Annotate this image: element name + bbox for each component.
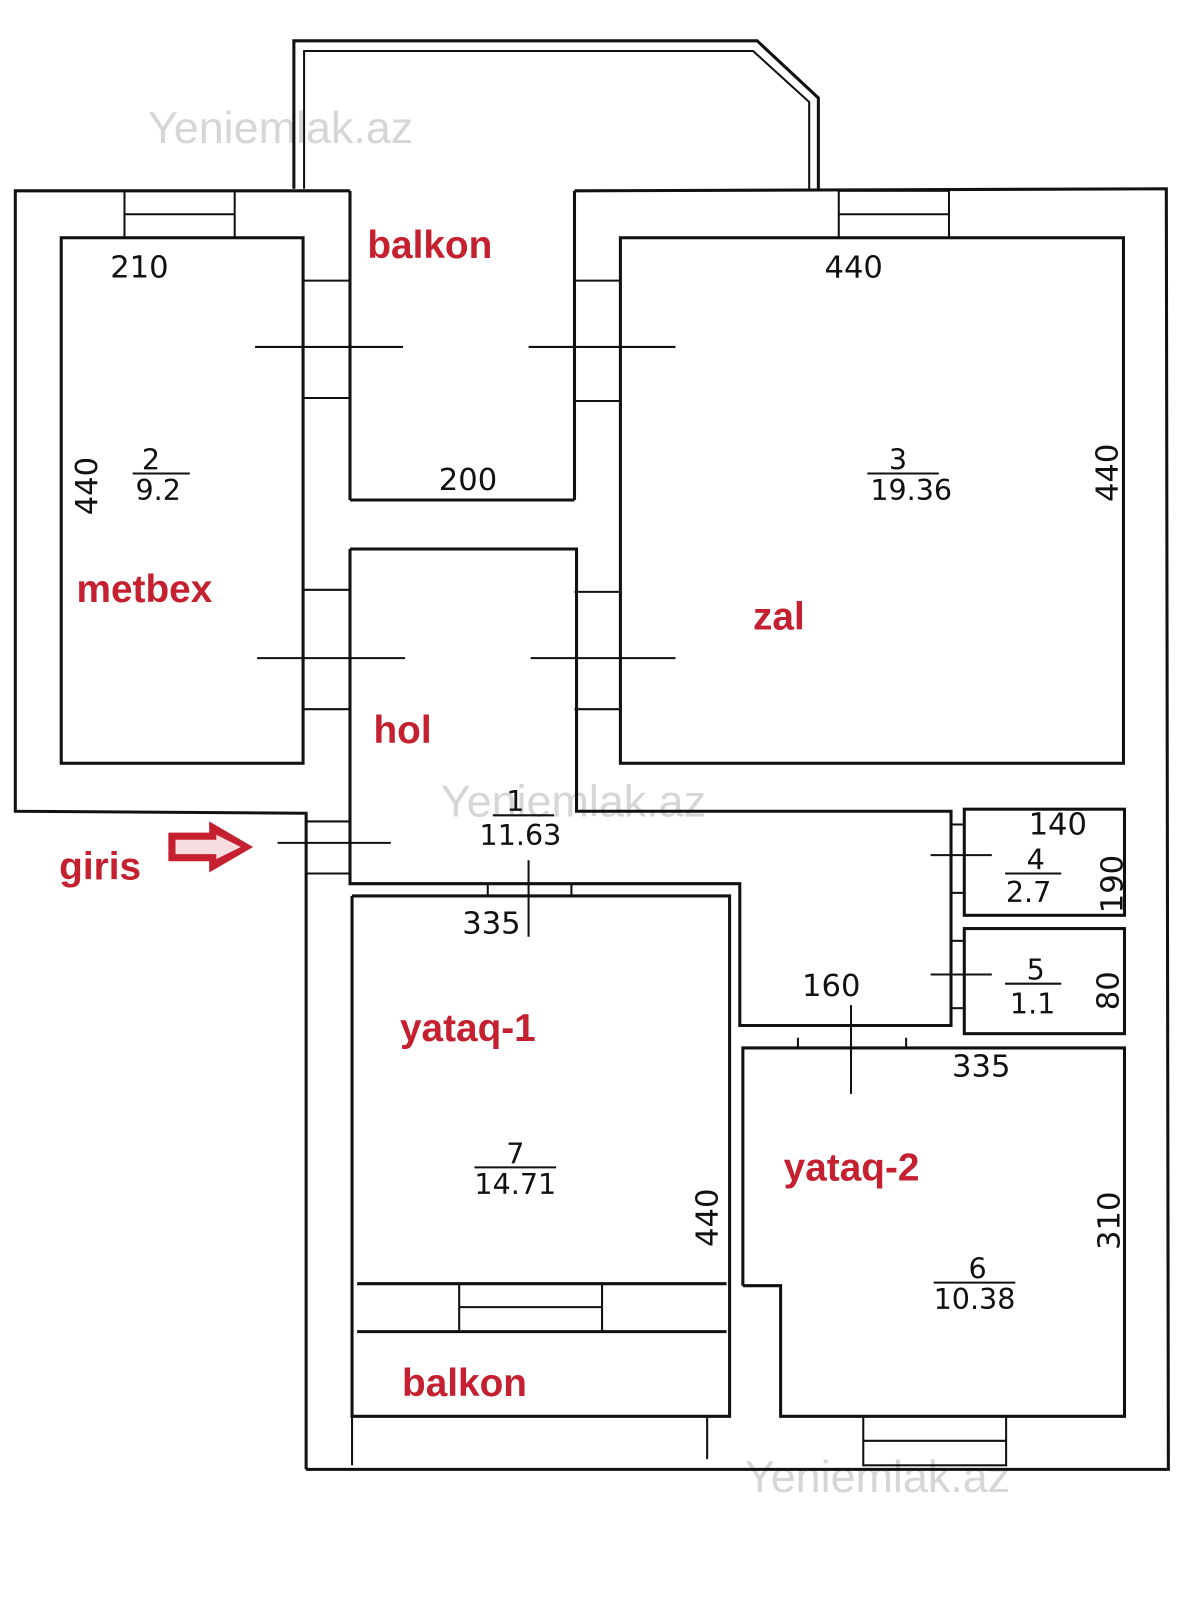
svg-text:19.36: 19.36 bbox=[870, 473, 952, 507]
svg-text:11.63: 11.63 bbox=[480, 818, 562, 852]
room-5-area: 5 1.1 bbox=[1005, 953, 1062, 1020]
room-yataq-2 bbox=[741, 1005, 1127, 1467]
room-hol bbox=[277, 547, 953, 1028]
label-hol: hol bbox=[373, 709, 431, 752]
label-giris: giris bbox=[59, 846, 141, 889]
label-metbex: metbex bbox=[77, 568, 213, 611]
dim-corridor-width: 160 bbox=[802, 969, 860, 1004]
svg-text:9.2: 9.2 bbox=[135, 473, 180, 507]
label-balkon-bottom: balkon bbox=[402, 1362, 527, 1405]
label-yataq-1: yataq-1 bbox=[400, 1007, 536, 1050]
label-zal: zal bbox=[753, 596, 805, 639]
svg-text:2.7: 2.7 bbox=[1006, 875, 1051, 909]
dim-yataq2-width: 335 bbox=[952, 1050, 1010, 1085]
dim-metbex-width: 210 bbox=[110, 251, 168, 286]
svg-text:6: 6 bbox=[968, 1252, 986, 1286]
room-2-area: 2 9.2 bbox=[132, 442, 190, 507]
dim-yataq2-height: 310 bbox=[1092, 1192, 1127, 1250]
svg-text:14.71: 14.71 bbox=[474, 1167, 556, 1201]
svg-text:1: 1 bbox=[506, 784, 524, 818]
svg-text:7: 7 bbox=[506, 1136, 524, 1170]
svg-text:3: 3 bbox=[889, 442, 907, 476]
outer-walls bbox=[13, 187, 1170, 1471]
label-balkon-top: balkon bbox=[367, 224, 492, 267]
dim-yataq1-width: 335 bbox=[462, 907, 520, 942]
room-4-area: 4 2.7 bbox=[1005, 842, 1062, 909]
dim-balkon-width: 200 bbox=[439, 463, 497, 498]
dim-room4-height: 190 bbox=[1095, 855, 1130, 913]
svg-text:2: 2 bbox=[142, 442, 160, 476]
svg-text:10.38: 10.38 bbox=[934, 1282, 1016, 1316]
dim-zal-width: 440 bbox=[824, 251, 882, 286]
dim-metbex-height: 440 bbox=[70, 457, 105, 515]
top-balcony-walls bbox=[292, 39, 820, 189]
room-yataq-1 bbox=[350, 860, 732, 1466]
dim-room4-width: 140 bbox=[1029, 808, 1087, 843]
label-yataq-2: yataq-2 bbox=[784, 1147, 920, 1190]
room-metbex bbox=[59, 189, 406, 765]
watermark: Yeniemlak.az bbox=[745, 1451, 1010, 1502]
room-6-area: 6 10.38 bbox=[934, 1252, 1016, 1317]
room-4 bbox=[930, 807, 1127, 917]
room-7-area: 7 14.71 bbox=[474, 1136, 556, 1201]
dim-room5-height: 80 bbox=[1091, 971, 1126, 1010]
room-3-area: 3 19.36 bbox=[867, 442, 952, 507]
room-1-area: 1 11.63 bbox=[480, 784, 562, 852]
svg-text:5: 5 bbox=[1027, 953, 1045, 987]
room-zal bbox=[528, 189, 1125, 765]
room-5 bbox=[930, 927, 1127, 1036]
entrance-arrow-icon bbox=[168, 821, 254, 873]
dim-yataq1-height: 440 bbox=[690, 1189, 725, 1247]
svg-text:4: 4 bbox=[1027, 842, 1045, 876]
watermark: Yeniemlak.az bbox=[148, 102, 413, 153]
watermark: Yeniemlak.az bbox=[441, 775, 706, 826]
dim-zal-height: 440 bbox=[1090, 444, 1125, 502]
svg-text:1.1: 1.1 bbox=[1010, 986, 1055, 1020]
